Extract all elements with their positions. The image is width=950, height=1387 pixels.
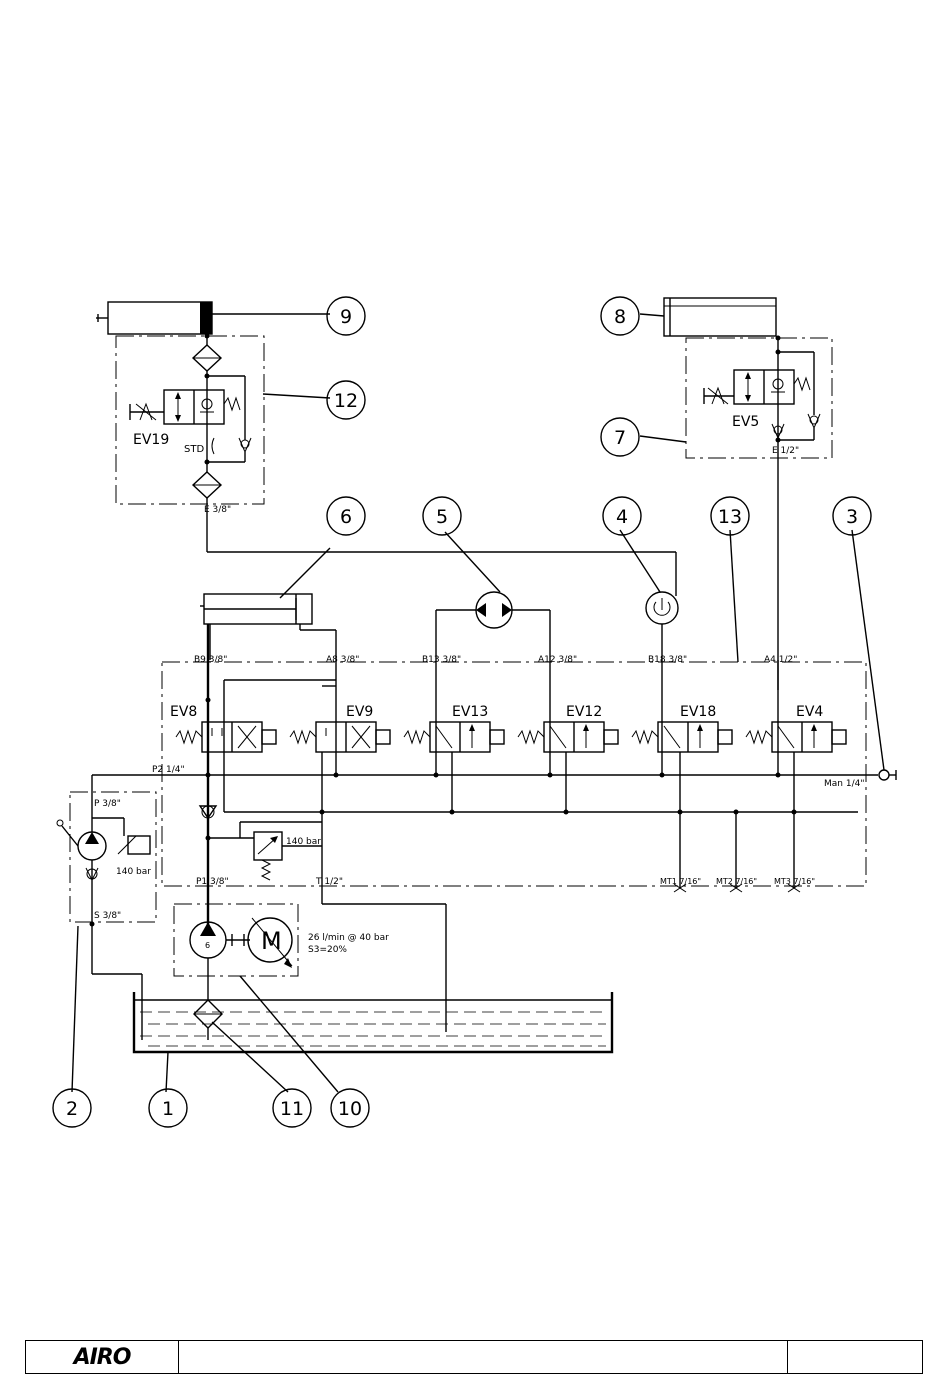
port-a12: A12 3/8" [538,655,577,665]
svg-text:5: 5 [436,506,448,528]
valve-ev8 [176,722,276,752]
port-mt1: MT1 7/16" [660,877,701,886]
ev9-label: EV9 [346,704,373,720]
port-b13: B13 3/8" [422,655,461,665]
port-a4: A4 1/2" [764,655,797,665]
callout-12: 12 [327,381,365,419]
title-cell [179,1341,788,1373]
pump-number: 6 [205,941,210,950]
callout-2: 2 [53,1089,91,1127]
ev5-label: EV5 [732,414,759,430]
svg-text:2: 2 [66,1098,78,1120]
pump-flow-label: 26 l/min @ 40 bar [308,933,389,943]
relief-pressure: 140 bar [286,837,321,847]
port-p2: P2 1/4" [152,765,185,775]
port-mt2: MT2 7/16" [716,877,757,886]
ev4-label: EV4 [796,704,823,720]
ev12-label: EV12 [566,704,602,720]
svg-text:7: 7 [614,427,626,449]
airo-logo-text: AIRO [74,1345,131,1370]
hand-pump [57,775,150,1092]
ev19-circuit [130,334,676,597]
port-a8: A8 3/8" [326,655,359,665]
callout-3: 3 [833,497,871,535]
port-b9: B9 3/8" [194,655,227,665]
callout-1: 1 [149,1089,187,1127]
ev19-label: EV19 [133,432,169,448]
callout-8: 8 [601,297,639,335]
svg-text:9: 9 [340,306,352,328]
ev13-label: EV13 [452,704,488,720]
manifold-block [162,662,866,886]
pump-duty-label: S3=20% [308,945,347,955]
callout-6: 6 [327,497,365,535]
port-mt3: MT3 7/16" [774,877,815,886]
valve-ev12 [518,722,618,752]
svg-text:10: 10 [338,1098,362,1120]
callout-13: 13 [711,497,749,535]
hand-pump-pressure: 140 bar [116,867,151,877]
ev18-label: EV18 [680,704,716,720]
callout-4: 4 [603,497,641,535]
svg-text:3: 3 [846,506,858,528]
tank [134,992,612,1092]
cylinder-8 [640,298,776,336]
cylinder-6 [200,548,336,660]
std-label: STD [184,444,204,455]
callout-10: 10 [331,1089,369,1127]
rotary-actuator-4 [620,530,678,660]
port-man: Man 1/4" [824,779,864,789]
ev8-label: EV8 [170,704,197,720]
svg-text:1: 1 [162,1098,174,1120]
airo-logo: AIRO [26,1341,179,1373]
cylinder-9 [96,302,330,334]
svg-text:8: 8 [614,306,626,328]
hydraulic-motor-5 [436,532,550,660]
valve-ev13 [404,722,504,752]
callout-9: 9 [327,297,365,335]
callout-5: 5 [423,497,461,535]
port-t: T 1/2" [315,877,343,887]
svg-text:4: 4 [616,506,628,528]
manifold-circuit [90,530,897,1032]
svg-text:11: 11 [280,1098,304,1120]
callout-7: 7 [601,418,639,456]
callout-11: 11 [273,1089,311,1127]
port-p-38: P 3/8" [94,799,121,809]
port-e-38: E 3/8" [204,505,231,515]
valve-ev9 [290,722,390,752]
port-s-38: S 3/8" [94,911,121,921]
ev19-block [116,336,264,504]
svg-text:12: 12 [334,390,358,412]
svg-text:6: 6 [340,506,352,528]
valve-ev4 [746,722,846,752]
code-cell [788,1341,922,1373]
motor-letter: M [261,927,282,955]
port-b18: B18 3/8" [648,655,687,665]
valve-ev18 [632,722,732,752]
port-e-12: E 1/2" [772,446,799,456]
port-p1: P1 3/8" [196,877,229,887]
svg-text:13: 13 [718,506,742,528]
title-block: AIRO [25,1340,923,1374]
